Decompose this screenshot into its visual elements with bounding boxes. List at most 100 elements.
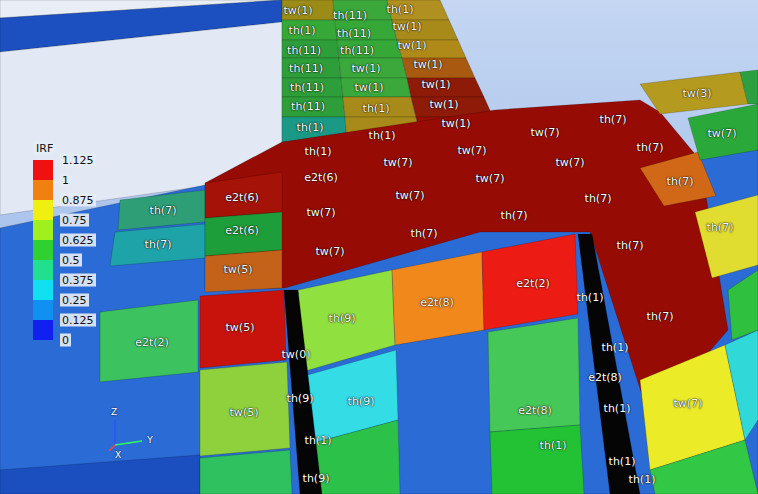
element-label: th(1) bbox=[297, 121, 324, 134]
axis-label: X bbox=[115, 450, 121, 460]
legend-entry: 1 bbox=[33, 180, 55, 200]
element-label: th(1) bbox=[604, 402, 631, 415]
legend-swatch bbox=[33, 160, 53, 180]
element-label: tw(1) bbox=[422, 78, 451, 91]
legend-label: IRF bbox=[34, 142, 55, 155]
legend-swatch bbox=[33, 180, 53, 200]
element-label: tw(0) bbox=[282, 348, 311, 361]
legend-swatch bbox=[33, 220, 53, 240]
legend-swatch bbox=[33, 260, 53, 280]
element-label: th(1) bbox=[387, 3, 414, 16]
element-label: th(7) bbox=[707, 221, 734, 234]
element-label: th(11) bbox=[287, 44, 321, 57]
legend-entry: 0.25 bbox=[33, 300, 55, 320]
element-label: th(7) bbox=[637, 141, 664, 154]
legend-entry: 0.375 bbox=[33, 280, 55, 300]
element-label: tw(1) bbox=[284, 4, 313, 17]
element-label: tw(5) bbox=[224, 263, 253, 276]
element-label: tw(7) bbox=[708, 127, 737, 140]
element-label: tw(1) bbox=[393, 20, 422, 33]
element-label: th(7) bbox=[145, 238, 172, 251]
legend-tick: 0.125 bbox=[60, 314, 96, 327]
element-label: th(11) bbox=[290, 81, 324, 94]
legend-entry: 0.5 bbox=[33, 260, 55, 280]
element-label: th(1) bbox=[305, 434, 332, 447]
element-label: e2t(8) bbox=[420, 296, 454, 309]
legend-swatch bbox=[33, 300, 53, 320]
element-label: th(1) bbox=[363, 102, 390, 115]
legend-tick: 0.25 bbox=[60, 294, 89, 307]
element-label: th(1) bbox=[289, 24, 316, 37]
legend-label: 0 bbox=[60, 334, 71, 347]
legend-tick: 0.75 bbox=[60, 214, 89, 227]
legend-tick: 1.125 bbox=[60, 154, 96, 167]
legend-tick: 1 bbox=[60, 174, 71, 187]
element-label: tw(3) bbox=[683, 87, 712, 100]
element-label: th(1) bbox=[609, 455, 636, 468]
legend-entry: 1.125 bbox=[33, 160, 55, 180]
element-label: tw(1) bbox=[398, 39, 427, 52]
legend-swatch bbox=[33, 320, 53, 340]
element-label: th(9) bbox=[348, 395, 375, 408]
element-label: th(7) bbox=[647, 310, 674, 323]
element-label: th(7) bbox=[150, 204, 177, 217]
element-label: th(7) bbox=[411, 227, 438, 240]
element-label: e2t(8) bbox=[588, 371, 622, 384]
element-label: th(11) bbox=[333, 9, 367, 22]
element-label: th(11) bbox=[340, 44, 374, 57]
element-label: th(9) bbox=[329, 312, 356, 325]
axis-triad bbox=[109, 420, 142, 451]
element-label: th(1) bbox=[602, 341, 629, 354]
element-label: tw(7) bbox=[476, 172, 505, 185]
element-label: tw(7) bbox=[458, 144, 487, 157]
color-legend: 1.12510.8750.750.6250.50.3750.250.125 bbox=[33, 160, 55, 340]
legend-swatch bbox=[33, 200, 53, 220]
element-label: th(7) bbox=[501, 209, 528, 222]
legend-tick: 0.875 bbox=[60, 194, 96, 207]
element-label: e2t(2) bbox=[135, 336, 169, 349]
element-label: e2t(6) bbox=[225, 224, 259, 237]
element-label: th(11) bbox=[289, 62, 323, 75]
legend-tick: 0.5 bbox=[60, 254, 82, 267]
element-label: e2t(8) bbox=[518, 404, 552, 417]
legend-entry: 0.125 bbox=[33, 320, 55, 340]
element-label: tw(7) bbox=[316, 245, 345, 258]
element-label: th(1) bbox=[629, 473, 656, 486]
element-label: tw(5) bbox=[230, 406, 259, 419]
axis-label: Z bbox=[111, 407, 117, 417]
element-label: e2t(6) bbox=[225, 191, 259, 204]
legend-swatch bbox=[33, 280, 53, 300]
legend-tick: 0.375 bbox=[60, 274, 96, 287]
element-label: th(7) bbox=[585, 192, 612, 205]
element-label: th(7) bbox=[667, 175, 694, 188]
element-label: th(1) bbox=[369, 129, 396, 142]
axis-label: Y bbox=[147, 435, 153, 445]
element-label: tw(7) bbox=[384, 156, 413, 169]
element-label: tw(7) bbox=[674, 397, 703, 410]
element-label: th(9) bbox=[287, 392, 314, 405]
element-label: th(11) bbox=[337, 27, 371, 40]
element-label: tw(5) bbox=[226, 321, 255, 334]
element-label: th(1) bbox=[305, 145, 332, 158]
element-label: th(11) bbox=[291, 100, 325, 113]
element-label: tw(7) bbox=[531, 126, 560, 139]
element-label: th(1) bbox=[540, 439, 567, 452]
element-label: tw(7) bbox=[307, 206, 336, 219]
element-label: tw(1) bbox=[414, 58, 443, 71]
element-label: th(7) bbox=[617, 239, 644, 252]
element-label: tw(1) bbox=[430, 98, 459, 111]
element-label: tw(7) bbox=[396, 189, 425, 202]
element-label: e2t(2) bbox=[516, 277, 550, 290]
legend-entry: 0.625 bbox=[33, 240, 55, 260]
element-label: th(7) bbox=[600, 113, 627, 126]
element-label: tw(7) bbox=[556, 156, 585, 169]
element-label: th(9) bbox=[303, 472, 330, 485]
legend-swatch bbox=[33, 240, 53, 260]
element-label: th(1) bbox=[577, 291, 604, 304]
element-label: tw(1) bbox=[355, 81, 384, 94]
element-label: tw(1) bbox=[352, 62, 381, 75]
legend-entry: 0.75 bbox=[33, 220, 55, 240]
legend-entry: 0.875 bbox=[33, 200, 55, 220]
